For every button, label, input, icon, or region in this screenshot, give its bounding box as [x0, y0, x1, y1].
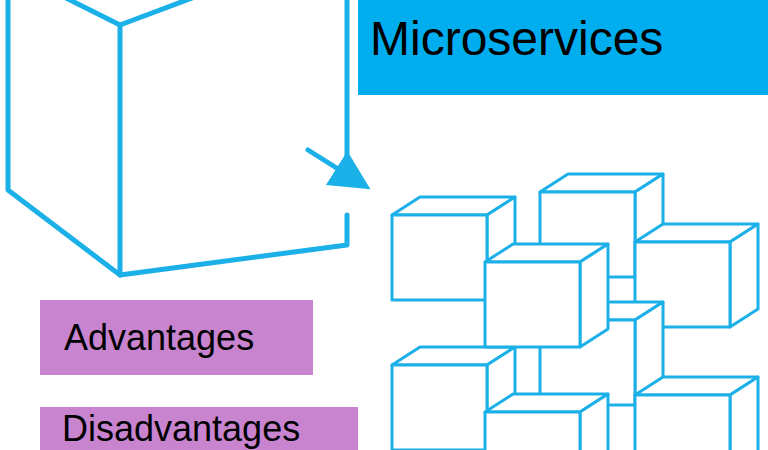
box-label: Disadvantages: [62, 407, 300, 450]
disadvantages-box: Disadvantages: [40, 407, 358, 450]
microservice-cubes: [392, 174, 758, 450]
transform-arrow: [308, 150, 362, 184]
monolith-cube: [8, 0, 347, 275]
title-box: Microservices: [358, 0, 768, 95]
box-label: Microservices: [370, 10, 663, 68]
box-label: Advantages: [64, 316, 254, 359]
advantages-box: Advantages: [40, 300, 313, 375]
